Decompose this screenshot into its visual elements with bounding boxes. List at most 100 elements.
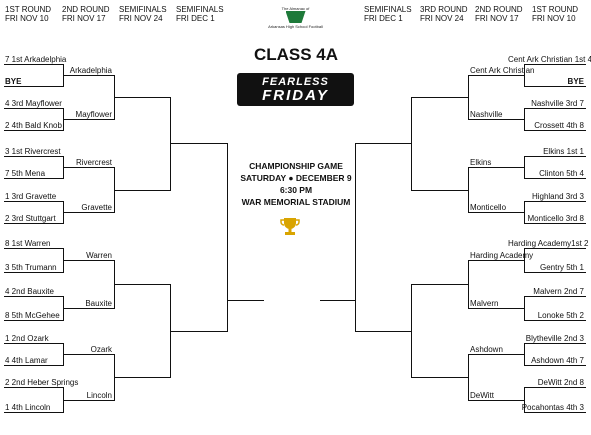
team-right-r1: Ashdown 4th 7 [531,356,584,365]
left-r3-connector [170,97,171,191]
right-r2-line [468,354,525,355]
emblem-bottom-text: Arkansas High School Football [268,24,323,29]
left-r1-line [4,365,63,366]
right-r1-line [524,343,586,344]
team-left-r1: 7 1st Arkadelphia [5,55,67,64]
team-right-r2: Nashville [470,110,503,119]
team-left-r2: Bauxite [85,299,112,308]
team-left-r1: 8 1st Warren [5,239,51,248]
left-r2-line [63,308,115,309]
team-left-r1: 3 5th Trumann [5,263,57,272]
team-right-r1: Nashville 3rd 7 [531,99,584,108]
left-r2-line [63,260,115,261]
right-r1-line [524,130,586,131]
team-left-r1: 4 4th Lamar [5,356,48,365]
right-r1-line [524,64,586,65]
almanac-emblem: The Almanac of Arkansas High School Foot… [264,6,327,38]
team-right-r1: Crossett 4th 8 [534,121,584,130]
championship-venue: WAR MEMORIAL STADIUM [241,197,351,207]
team-left-r2: Arkadelphia [69,66,112,75]
team-left-r1: 8 5th McGehee [5,311,60,320]
team-right-r2: Monticello [470,203,507,212]
right-r2-line [468,308,525,309]
team-right-r1: Malvern 2nd 7 [533,287,584,296]
right-r2-line [468,212,525,213]
team-left-r2: Lincoln [86,391,112,400]
team-right-r1: Lonoke 5th 2 [537,311,584,320]
team-left-r1: 4 3rd Mayflower [5,99,62,108]
right-r1-line [524,178,586,179]
left-r2-line [63,75,115,76]
team-right-r1: Blytheville 2nd 3 [525,334,584,343]
team-right-r1: Cent Ark Christian 1st 4 [508,55,591,64]
left-r1-line [4,156,63,157]
team-right-r2: Elkins [470,158,492,167]
right-r4-line [355,331,412,332]
team-right-r1: Monticello 3rd 8 [527,214,584,223]
left-r4-connector [227,143,228,332]
team-left-r2: Gravette [81,203,112,212]
right-r1-line [524,223,586,224]
trophy-icon [280,218,300,235]
right-r1-line [524,86,586,87]
team-left-r1: BYE [5,77,22,86]
page-title: CLASS 4A [253,45,339,64]
team-left-r2: Ozark [90,345,112,354]
team-left-r1: 1 3rd Gravette [5,192,57,201]
left-r2-line [63,212,115,213]
left-r3-line [114,97,170,98]
left-r1-line [4,178,63,179]
right-r2-line [468,75,525,76]
right-r3-connector [411,97,412,191]
team-right-r1: Highland 3rd 3 [531,192,584,201]
team-left-r2: Warren [86,251,112,260]
championship-date: SATURDAY ● DECEMBER 9 [240,173,352,183]
right-r1-line [524,248,586,249]
right-r1-line [524,296,586,297]
emblem-shield-icon [285,11,306,23]
left-r4-line [170,331,227,332]
left-r2-line [63,119,115,120]
team-left-r2: Mayflower [75,110,112,119]
right-final-line [320,300,356,301]
left-r3-line [114,284,170,285]
championship-title: CHAMPIONSHIP GAME [249,161,343,171]
right-r1-line [524,412,586,413]
left-r1-line [4,296,63,297]
championship-time: 6:30 PM [279,185,313,195]
team-left-r1: 2 4th Bald Knob [5,121,62,130]
team-right-r2: Cent Ark Christian [470,66,535,75]
right-r3-line [411,97,469,98]
team-left-r1: 2 2nd Heber Springs [5,378,79,387]
left-r1-line [4,108,63,109]
team-right-r1: Harding Academy1st 2 [508,239,589,248]
left-r1-line [4,248,63,249]
right-r3-line [411,377,469,378]
team-right-r2: Ashdown [470,345,503,354]
left-r3-line [114,190,170,191]
left-r1-line [4,86,63,87]
left-r1-line [4,272,63,273]
right-r4-line [355,143,412,144]
left-r1-line [4,320,63,321]
left-r1-line [4,387,63,388]
right-r2-line [468,400,525,401]
team-left-r1: 7 5th Mena [5,169,46,178]
championship-info: CHAMPIONSHIP GAME SATURDAY ● DECEMBER 9 … [232,160,360,208]
emblem-top-text: The Almanac of [281,6,310,11]
team-right-r1: Gentry 5th 1 [539,263,584,272]
right-r2-line [468,167,525,168]
left-r1-line [4,223,63,224]
team-right-r2: Malvern [470,299,499,308]
right-r1-line [524,365,586,366]
right-r3-line [411,190,469,191]
team-right-r1: Pocahontas 4th 3 [521,403,584,412]
left-r2-line [63,400,115,401]
